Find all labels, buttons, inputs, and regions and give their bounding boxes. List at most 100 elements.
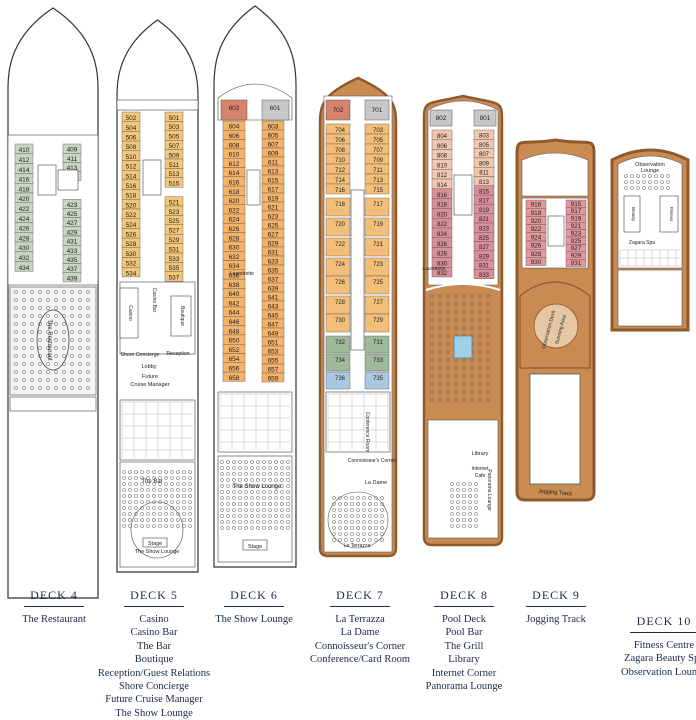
venue-name: Fitness Centre — [596, 639, 696, 652]
forward-deck — [522, 153, 588, 196]
cabin-number-819: 819 — [479, 208, 490, 214]
cabin-number-717: 717 — [373, 202, 384, 208]
cabin-number-638: 638 — [229, 282, 240, 289]
cabin-number-820: 820 — [437, 212, 448, 218]
cabin-number-918: 918 — [531, 210, 542, 217]
venue-name: Pool Bar — [396, 626, 532, 639]
cabin-number-718: 718 — [335, 202, 346, 208]
cabin-number-723: 723 — [373, 262, 384, 268]
deck-9-plan: 9169189209229249269289309159179199219239… — [517, 140, 594, 500]
cabin-number-813: 813 — [479, 180, 490, 186]
cabin-number-614: 614 — [229, 170, 240, 177]
cabin-number-920: 920 — [531, 218, 542, 225]
label-the-show-lounge: The Show Lounge — [233, 484, 282, 490]
venue-name: Library — [396, 653, 532, 666]
cabin-number-510: 510 — [126, 154, 137, 161]
cabin-number-806: 806 — [437, 144, 448, 150]
cabin-number-709: 709 — [373, 158, 384, 164]
cabin-number-646: 646 — [229, 319, 240, 326]
cabin-number-532: 532 — [126, 261, 137, 268]
cabin-number-659: 659 — [268, 375, 279, 382]
label-the-show-lounge: The Show Lounge — [135, 549, 180, 555]
cabin-number-735: 735 — [373, 376, 384, 382]
cabin-number-433: 433 — [67, 248, 78, 255]
cabin-number-425: 425 — [67, 211, 78, 218]
cabin-number-616: 616 — [229, 180, 240, 187]
venue-name: Zagara Beauty Spa — [596, 652, 696, 665]
cabin-number-507: 507 — [169, 143, 180, 150]
cabin-number-733: 733 — [373, 358, 384, 364]
cabin-number-828: 828 — [437, 252, 448, 258]
cabin-number-642: 642 — [229, 300, 240, 307]
cabin-number-512: 512 — [126, 164, 137, 171]
cabin-number-736: 736 — [335, 376, 346, 382]
venue-name: The Grill — [396, 640, 532, 653]
label-library: Library — [472, 451, 489, 457]
cabin-number-615: 615 — [268, 177, 279, 184]
cabin-number-533: 533 — [169, 256, 180, 263]
cabin-number-523: 523 — [169, 209, 180, 216]
cabin-number-535: 535 — [169, 265, 180, 272]
cabin-number-705: 705 — [373, 138, 384, 144]
cabin-number-620: 620 — [229, 198, 240, 205]
cabin-number-514: 514 — [126, 173, 137, 180]
cabin-number-618: 618 — [229, 189, 240, 196]
forward-area — [117, 100, 198, 110]
cabin-number-505: 505 — [169, 134, 180, 141]
cabin-number-708: 708 — [335, 148, 346, 154]
label-connoisseurs-corner: Connoisseur's Corner — [348, 458, 397, 464]
cabin-number-702: 702 — [333, 107, 344, 114]
cabin-number-829: 829 — [479, 254, 490, 260]
cabin-number-528: 528 — [126, 241, 137, 248]
cabin-number-923: 923 — [571, 230, 582, 237]
cabin-number-814: 814 — [437, 183, 448, 189]
cabin-number-509: 509 — [169, 152, 180, 159]
cabin-number-922: 922 — [531, 226, 542, 233]
cabin-number-521: 521 — [169, 199, 180, 206]
deck-title: DECK 7 — [330, 588, 390, 607]
cabin-number-710: 710 — [335, 158, 346, 164]
cabin-number-423: 423 — [67, 202, 78, 209]
label-casino-bar: Casino Bar — [151, 288, 157, 313]
cabin-number-416: 416 — [19, 177, 30, 184]
cabin-number-654: 654 — [229, 356, 240, 363]
cabin-number-644: 644 — [229, 310, 240, 317]
cabin-number-424: 424 — [19, 216, 30, 223]
deck-title: DECK 5 — [124, 588, 184, 607]
corridor — [351, 190, 364, 350]
aft-service — [618, 270, 682, 326]
cabin-number-609: 609 — [268, 150, 279, 157]
label-panorama-lounge: Panorama Lounge — [486, 469, 492, 510]
label-beauty: Beauty — [631, 207, 636, 222]
cabin-number-633: 633 — [268, 258, 279, 265]
cabin-number-502: 502 — [126, 115, 137, 122]
cabin-number-435: 435 — [67, 257, 78, 264]
cabin-number-732: 732 — [335, 340, 346, 346]
venue-name: Internet Corner — [396, 667, 532, 680]
cabin-number-524: 524 — [126, 222, 137, 229]
cabin-number-729: 729 — [373, 318, 384, 324]
cabin-number-926: 926 — [531, 243, 542, 250]
cabin-number-619: 619 — [268, 195, 279, 202]
cabin-number-824: 824 — [437, 232, 448, 238]
cabin-number-639: 639 — [268, 285, 279, 292]
venue-name: Casino Bar — [86, 626, 222, 639]
service-corridor — [326, 392, 390, 452]
deck-title: DECK 6 — [224, 588, 284, 607]
venue-name: Shore Concierge — [86, 680, 222, 693]
cabin-number-434: 434 — [19, 265, 30, 272]
cabin-number-537: 537 — [169, 275, 180, 282]
cabin-number-623: 623 — [268, 213, 279, 220]
cabin-number-804: 804 — [437, 134, 448, 140]
cabin-number-409: 409 — [67, 147, 78, 154]
cabin-number-726: 726 — [335, 280, 346, 286]
label-the-bar: The Bar — [141, 479, 162, 485]
cabin-number-625: 625 — [268, 222, 279, 229]
cabin-number-707: 707 — [373, 148, 384, 154]
cabin-number-651: 651 — [268, 339, 279, 346]
cabin-number-418: 418 — [19, 186, 30, 193]
cabin-number-807: 807 — [479, 152, 490, 158]
cabin-number-526: 526 — [126, 232, 137, 239]
